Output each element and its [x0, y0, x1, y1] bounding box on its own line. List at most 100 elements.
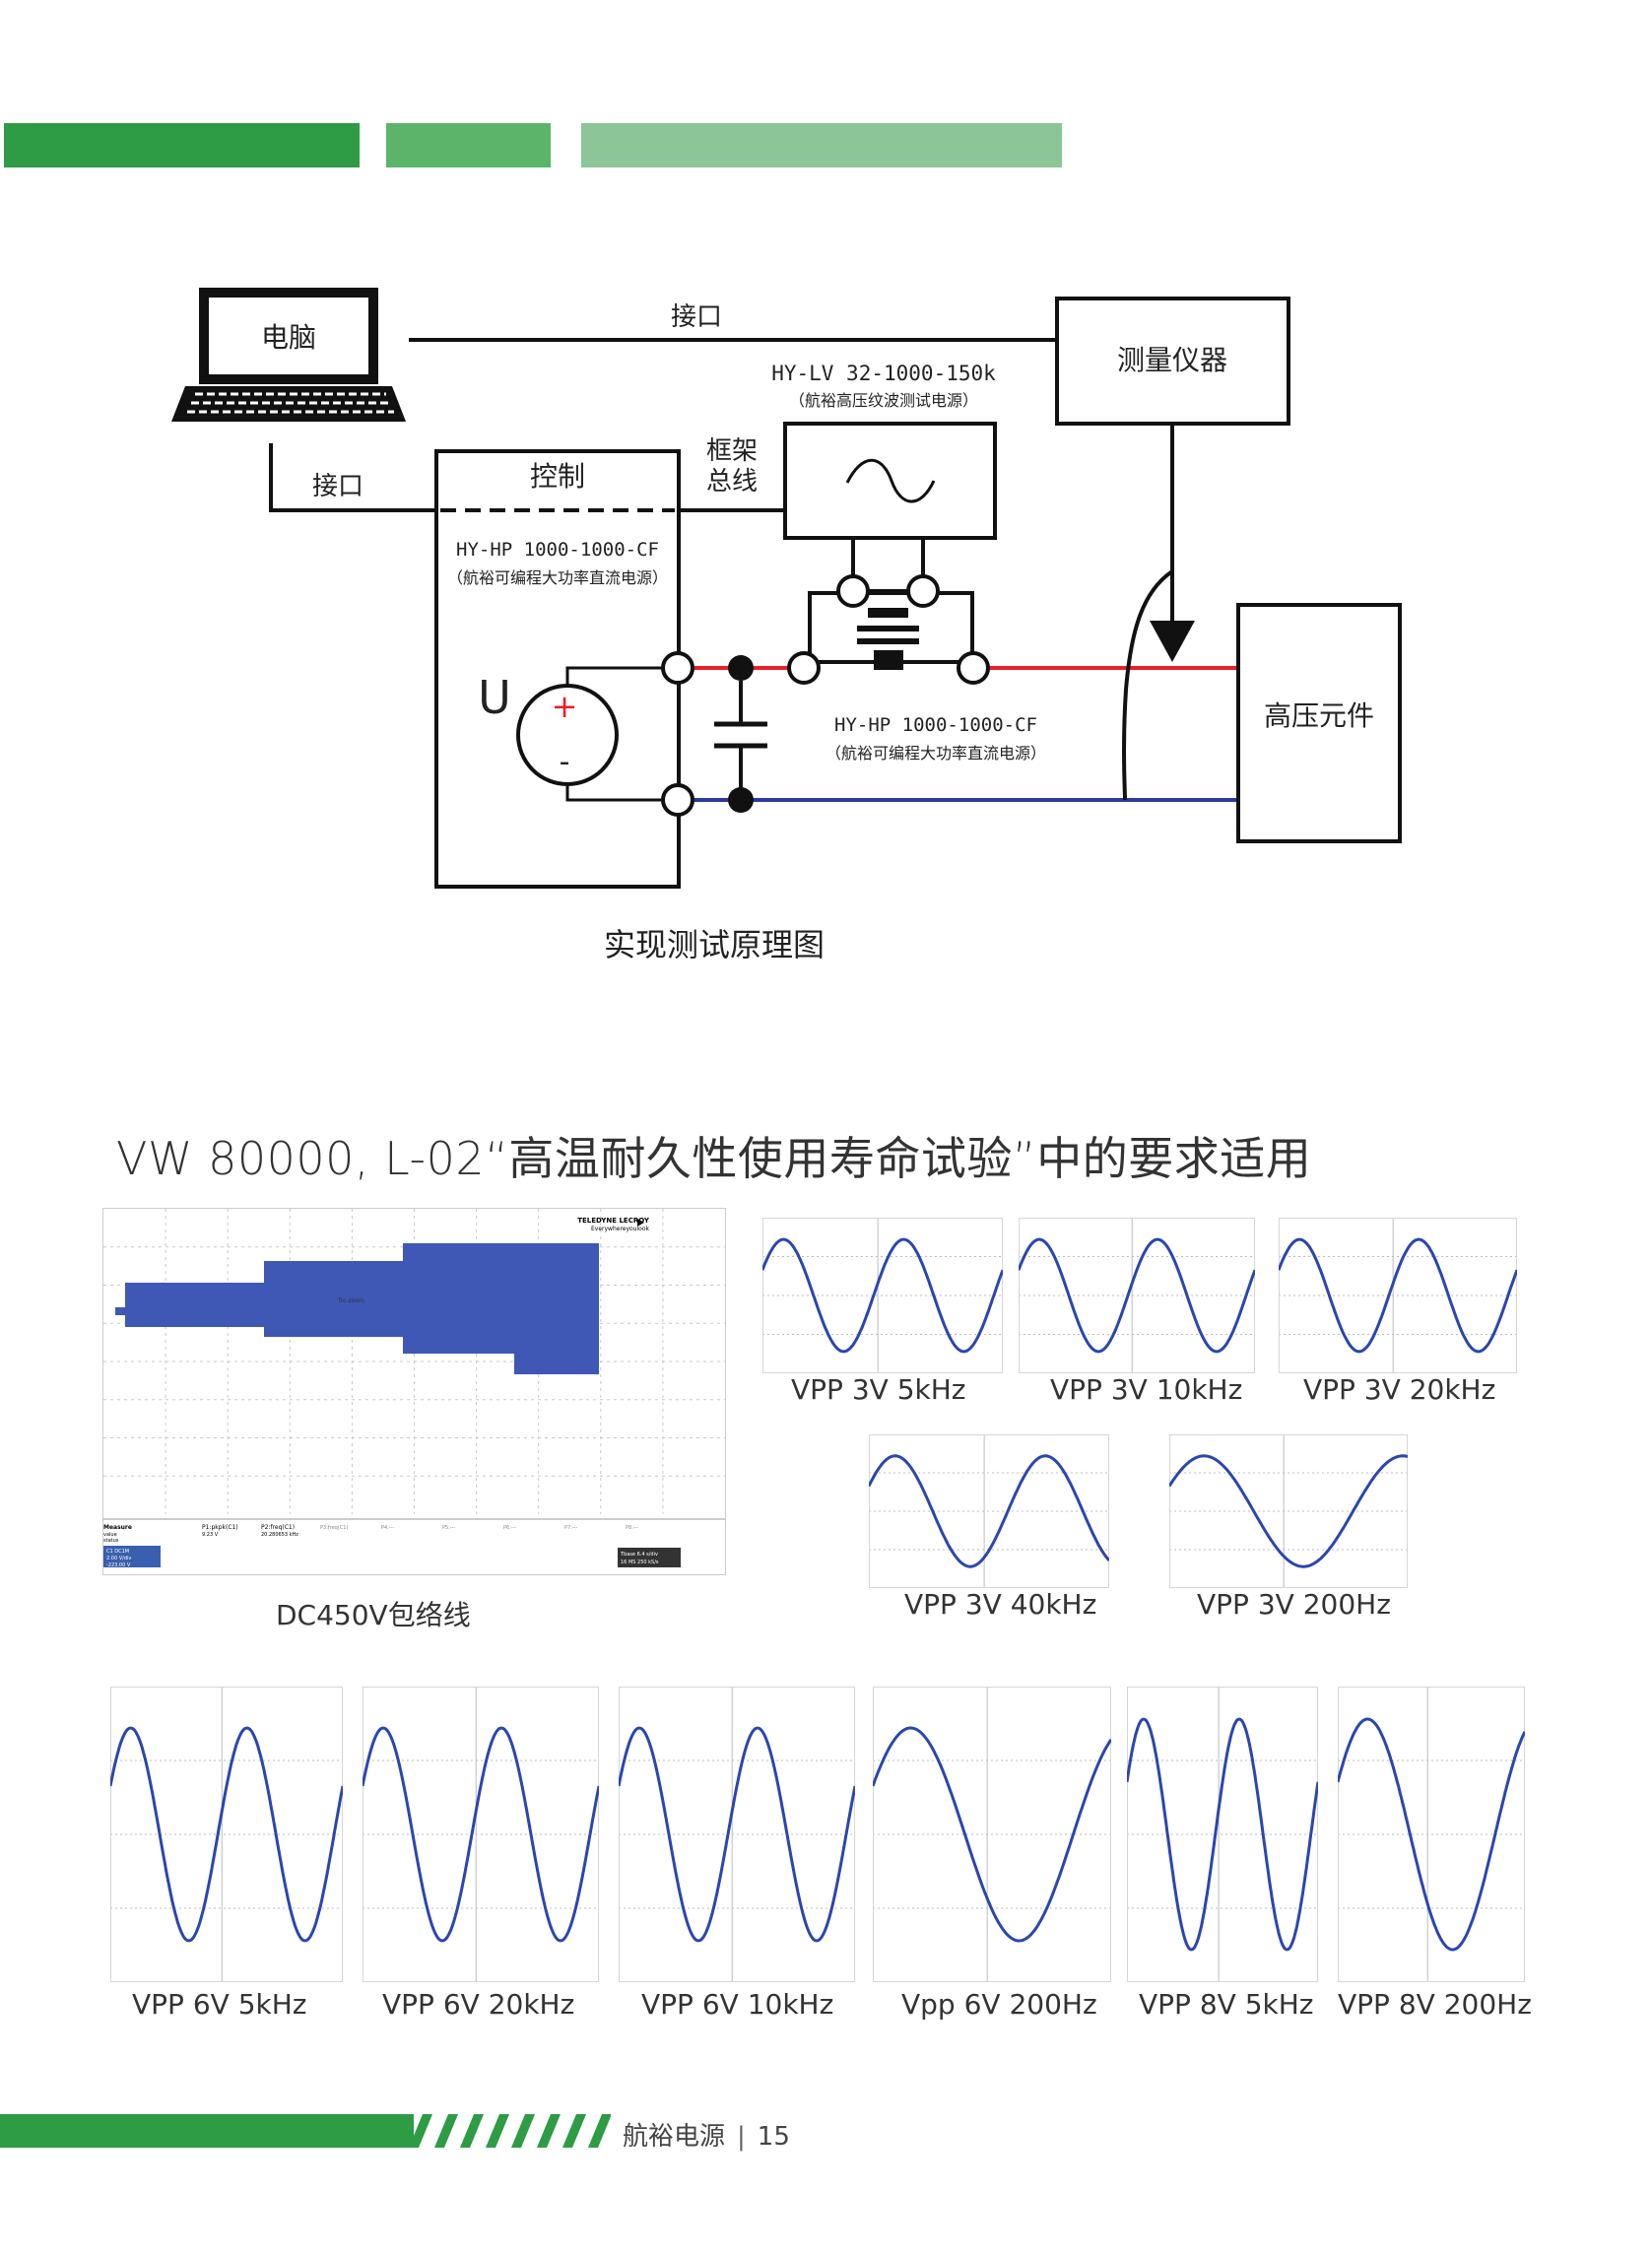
waveform-plot [363, 1687, 599, 1982]
oscilloscope-screenshot: TELEDYNE LECROY Everywhereyoulook Trc-zo… [102, 1208, 726, 1575]
waveform-plot [762, 1218, 1003, 1373]
measure-row-value: value [103, 1532, 117, 1538]
waveform-plot [869, 1434, 1109, 1588]
interface-top-label: 接口 [671, 302, 722, 332]
waveform-panel [1169, 1434, 1408, 1588]
timebase-line1: Tbase 6.4 s/div [620, 1552, 658, 1558]
section-title: VW 80000, L-02“高温耐久性使用寿命试验”中的要求适用 [116, 1132, 1312, 1185]
waveform-label: Vpp 6V 200Hz [901, 1988, 1097, 2021]
waveform-plot [1169, 1434, 1408, 1588]
instrument-label: 测量仪器 [1117, 344, 1227, 376]
hv-component-box [1236, 603, 1402, 843]
waveform-panel [363, 1687, 599, 1982]
waveform-label: VPP 3V 20kHz [1303, 1373, 1496, 1406]
waveform-panel [1338, 1687, 1525, 1982]
waveform-plot [1127, 1687, 1318, 1982]
measure-param-label: P3:freq(C1) [320, 1525, 348, 1531]
sine-trace [1127, 1717, 1318, 1952]
ripple-source-model: HY-LV 32-1000-150k [771, 362, 996, 385]
trace-label: Trc-zoom [337, 1297, 364, 1304]
sine-trace [1338, 1717, 1525, 1952]
waveform-panel [1127, 1687, 1318, 1982]
minus-sign: - [560, 745, 570, 779]
plus-sign: + [552, 688, 578, 725]
waveform-label: VPP 6V 5kHz [132, 1988, 307, 2021]
inline-desc: （航裕可编程大功率直流电源） [826, 744, 1046, 763]
waveform-plot [1338, 1687, 1525, 1982]
sine-trace [619, 1726, 855, 1943]
waveform-plot [1019, 1218, 1255, 1373]
waveform-plot [619, 1687, 855, 1982]
sine-trace [762, 1237, 1003, 1354]
sine-trace [363, 1726, 599, 1943]
waveform-plot [873, 1687, 1111, 1982]
measure-param-label: P7:--- [564, 1525, 577, 1531]
probe-arrow-icon [1150, 621, 1195, 662]
sine-trace [1169, 1454, 1408, 1568]
timebase-line2: 16 MS 250 kS/s [621, 1560, 659, 1565]
inline-model: HY-HP 1000-1000-CF [834, 714, 1037, 736]
sine-trace [1019, 1237, 1255, 1354]
measure-row-status: status [103, 1538, 119, 1544]
oscilloscope-display: TELEDYNE LECROY Everywhereyoulook Trc-zo… [103, 1209, 725, 1568]
channel-box-line1: C1 DC1M [106, 1549, 129, 1555]
dc450v-envelope [115, 1243, 599, 1374]
waveform-panel [762, 1218, 1003, 1373]
waveform-panel [110, 1687, 343, 1982]
voltage-symbol: U [478, 671, 511, 724]
sine-icon [845, 458, 936, 503]
computer-label: 电脑 [261, 321, 316, 354]
control-label: 控制 [530, 460, 585, 493]
footer: 航裕电源 | 15 [623, 2116, 790, 2153]
waveform-plot [110, 1687, 343, 1982]
waveform-label: VPP 3V 10kHz [1050, 1373, 1243, 1406]
measure-param-label: P4:--- [381, 1525, 394, 1531]
hv-component-label: 高压元件 [1264, 699, 1374, 732]
waveform-label: VPP 3V 40kHz [904, 1588, 1097, 1621]
measure-header: Measure [103, 1524, 132, 1531]
bus-label-line2: 总线 [706, 467, 758, 497]
waveform-label: VPP 8V 5kHz [1139, 1988, 1314, 2021]
bus-label-line1: 框架 [706, 436, 758, 466]
sine-trace [873, 1726, 1111, 1943]
waveform-label: VPP 3V 5kHz [791, 1373, 966, 1406]
measure-p2-value: 20.280653 kHz [261, 1532, 298, 1538]
measure-p2-name: P2:freq(C1) [261, 1524, 295, 1531]
brand-tagline: Everywhereyoulook [591, 1226, 650, 1232]
waveform-label: VPP 3V 200Hz [1197, 1588, 1391, 1621]
measure-p1-name: P1:pkpk(C1) [202, 1524, 238, 1531]
waveform-panel [869, 1434, 1109, 1588]
waveform-plot [1279, 1218, 1517, 1373]
waveform-panel [1279, 1218, 1517, 1373]
laptop-icon [171, 288, 406, 422]
waveform-panel [873, 1687, 1111, 1982]
footer-stripes [409, 2114, 611, 2148]
waveform-panel [619, 1687, 855, 1982]
lecroy-logo-icon [637, 1219, 644, 1227]
measure-p1-value: 9.23 V [202, 1532, 219, 1538]
brand-label: TELEDYNE LECROY [577, 1217, 650, 1225]
diagram-caption: 实现测试原理图 [604, 926, 825, 963]
dc-source-model: HY-HP 1000-1000-CF [456, 539, 659, 561]
channel-box-line3: -223.00 V [106, 1562, 131, 1568]
footer-company: 航裕电源 [623, 2122, 726, 2152]
sine-trace [1279, 1237, 1517, 1354]
waveform-label: VPP 6V 10kHz [641, 1988, 834, 2021]
footer-separator: | [737, 2122, 746, 2152]
measure-param-label: P5:--- [442, 1525, 455, 1531]
measure-param-label: P8:--- [626, 1525, 638, 1531]
waveform-label: VPP 6V 20kHz [382, 1988, 575, 2021]
header-bar-1 [4, 123, 360, 167]
measure-param-label: P6:--- [503, 1525, 516, 1531]
header-bar-3 [581, 123, 1062, 167]
page-number: 15 [757, 2122, 790, 2152]
waveform-panel [1019, 1218, 1255, 1373]
sine-trace [869, 1454, 1109, 1568]
ripple-source-desc: （航裕高压纹波测试电源） [789, 391, 978, 410]
sine-trace [110, 1726, 343, 1943]
header-bar-2 [386, 123, 551, 167]
waveform-label: VPP 8V 200Hz [1338, 1988, 1532, 2021]
interface-left-label: 接口 [312, 472, 363, 501]
dc-source-desc: （航裕可编程大功率直流电源） [447, 568, 668, 587]
oscilloscope-caption: DC450V包络线 [276, 1599, 471, 1631]
